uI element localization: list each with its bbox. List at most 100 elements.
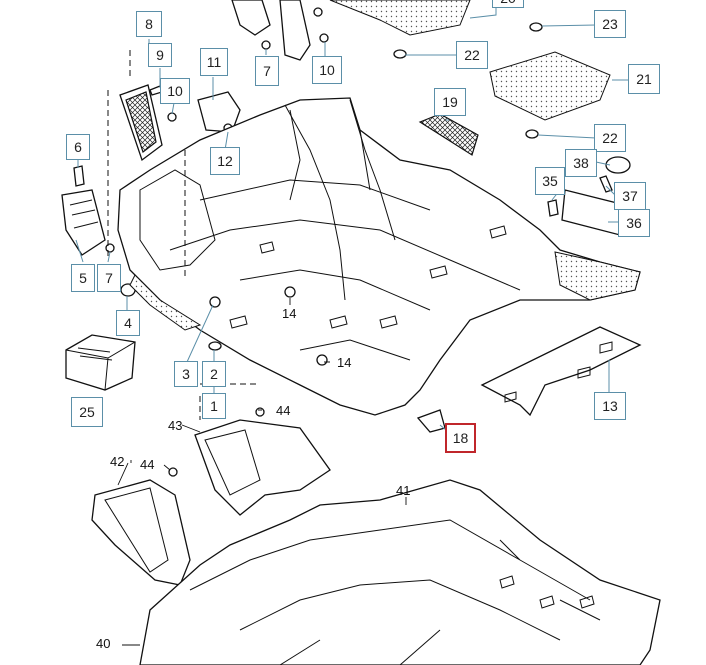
clip-35 bbox=[547, 199, 559, 217]
callout-label: 4 bbox=[124, 315, 132, 331]
callout-label: 6 bbox=[74, 139, 82, 155]
washer-23 bbox=[529, 22, 543, 32]
clip-44-lower bbox=[168, 467, 178, 477]
callout-label: 3 bbox=[182, 366, 190, 382]
callout-8[interactable]: 8 bbox=[136, 11, 162, 37]
bracket-5-slots bbox=[69, 199, 99, 229]
clip-6 bbox=[73, 165, 85, 187]
callout-label: 7 bbox=[105, 270, 113, 286]
label-42: 42 bbox=[110, 454, 125, 469]
callout-22-top[interactable]: 22 bbox=[456, 41, 488, 69]
callout-label: 19 bbox=[442, 94, 458, 110]
pedal-bracket bbox=[231, 0, 271, 36]
insulation-block-25 bbox=[65, 334, 136, 391]
carpet-41-slots bbox=[499, 575, 595, 609]
insulation-block-grips bbox=[77, 347, 113, 361]
callout-7-left[interactable]: 7 bbox=[97, 264, 121, 292]
top-floor-panel bbox=[329, 0, 471, 36]
clip-14-upper bbox=[284, 286, 296, 298]
washer-22-top bbox=[393, 49, 407, 59]
callout-25[interactable]: 25 bbox=[71, 397, 103, 427]
callout-6[interactable]: 6 bbox=[66, 134, 90, 160]
insulation-block-top bbox=[65, 341, 136, 391]
label-44-upper: 44 bbox=[276, 403, 291, 418]
label-44-lower: 44 bbox=[140, 457, 155, 472]
callout-label: 9 bbox=[156, 47, 164, 63]
label-14-lower: 14 bbox=[337, 355, 352, 370]
bracket-5 bbox=[61, 189, 106, 256]
callout-38[interactable]: 38 bbox=[565, 149, 597, 177]
bolt-10-top bbox=[319, 33, 329, 43]
callout-12[interactable]: 12 bbox=[210, 147, 240, 175]
clip-14-lower bbox=[316, 354, 328, 366]
callout-label: 37 bbox=[622, 188, 638, 204]
callout-label: 35 bbox=[542, 173, 558, 189]
callout-label: 13 bbox=[602, 398, 618, 414]
accelerator-pedal bbox=[279, 0, 311, 61]
washer-2 bbox=[208, 341, 222, 351]
screw-37 bbox=[599, 175, 613, 193]
floor-carpet-dotted-right bbox=[554, 251, 641, 301]
floor-mat-21 bbox=[489, 51, 611, 121]
callout-label: 23 bbox=[602, 16, 618, 32]
washer-22-right bbox=[525, 129, 539, 139]
label-40: 40 bbox=[96, 636, 111, 651]
callout-label: 25 bbox=[79, 404, 95, 420]
callout-23[interactable]: 23 bbox=[594, 10, 626, 38]
callout-36[interactable]: 36 bbox=[618, 209, 650, 237]
callout-1[interactable]: 1 bbox=[202, 393, 226, 419]
callout-label: 11 bbox=[206, 54, 222, 70]
callout-label: 2 bbox=[210, 366, 218, 382]
callout-19[interactable]: 19 bbox=[434, 88, 466, 116]
bracket-11 bbox=[197, 91, 241, 133]
callout-4[interactable]: 4 bbox=[116, 310, 140, 336]
callout-37[interactable]: 37 bbox=[614, 182, 646, 210]
callout-label: 20 bbox=[500, 0, 516, 6]
callout-label: 18 bbox=[452, 430, 469, 446]
callout-10-top[interactable]: 10 bbox=[312, 56, 342, 84]
clip-3 bbox=[209, 296, 221, 308]
grille-19 bbox=[418, 113, 479, 156]
carpet-42 bbox=[91, 479, 191, 586]
bracket-18 bbox=[416, 409, 446, 433]
cover-panel-13-holes bbox=[504, 341, 613, 403]
callout-label: 12 bbox=[217, 153, 233, 169]
bolt-7-top bbox=[261, 40, 271, 50]
callout-7-top[interactable]: 7 bbox=[255, 56, 279, 86]
bolt-10-left bbox=[167, 112, 177, 122]
callout-2[interactable]: 2 bbox=[202, 361, 226, 387]
callout-3[interactable]: 3 bbox=[174, 361, 198, 387]
callout-9[interactable]: 9 bbox=[148, 43, 172, 67]
callout-label: 10 bbox=[167, 83, 183, 99]
floor-carpet-tunnel bbox=[284, 99, 396, 301]
callout-label: 36 bbox=[626, 215, 642, 231]
callout-label: 7 bbox=[263, 63, 271, 79]
carpet-43 bbox=[194, 419, 331, 516]
outline-dash-left bbox=[107, 50, 186, 280]
floor-carpet-slots bbox=[229, 225, 507, 329]
bolt-top-cluster bbox=[313, 7, 323, 17]
callout-label: 10 bbox=[319, 62, 335, 78]
clip-44-upper bbox=[255, 407, 265, 417]
callout-20[interactable]: 20 bbox=[492, 0, 524, 8]
pedal-pad-texture bbox=[125, 91, 157, 153]
callout-label: 5 bbox=[79, 270, 87, 286]
callout-18[interactable]: 18 bbox=[445, 423, 476, 453]
callout-label: 21 bbox=[636, 71, 652, 87]
callout-35[interactable]: 35 bbox=[535, 167, 565, 195]
bolt-7-left bbox=[105, 243, 115, 253]
carpet-43-inner bbox=[204, 429, 261, 496]
label-43: 43 bbox=[168, 418, 183, 433]
callout-5[interactable]: 5 bbox=[71, 264, 95, 292]
carpet-41-40 bbox=[139, 479, 661, 665]
callout-13[interactable]: 13 bbox=[594, 392, 626, 420]
callout-label: 38 bbox=[573, 155, 589, 171]
callout-10-left[interactable]: 10 bbox=[160, 78, 190, 104]
callout-22-right[interactable]: 22 bbox=[594, 124, 626, 152]
callout-11[interactable]: 11 bbox=[200, 48, 228, 76]
left-side-trim bbox=[139, 169, 216, 271]
callout-label: 22 bbox=[464, 47, 480, 63]
label-41: 41 bbox=[396, 483, 411, 498]
callout-21[interactable]: 21 bbox=[628, 64, 660, 94]
